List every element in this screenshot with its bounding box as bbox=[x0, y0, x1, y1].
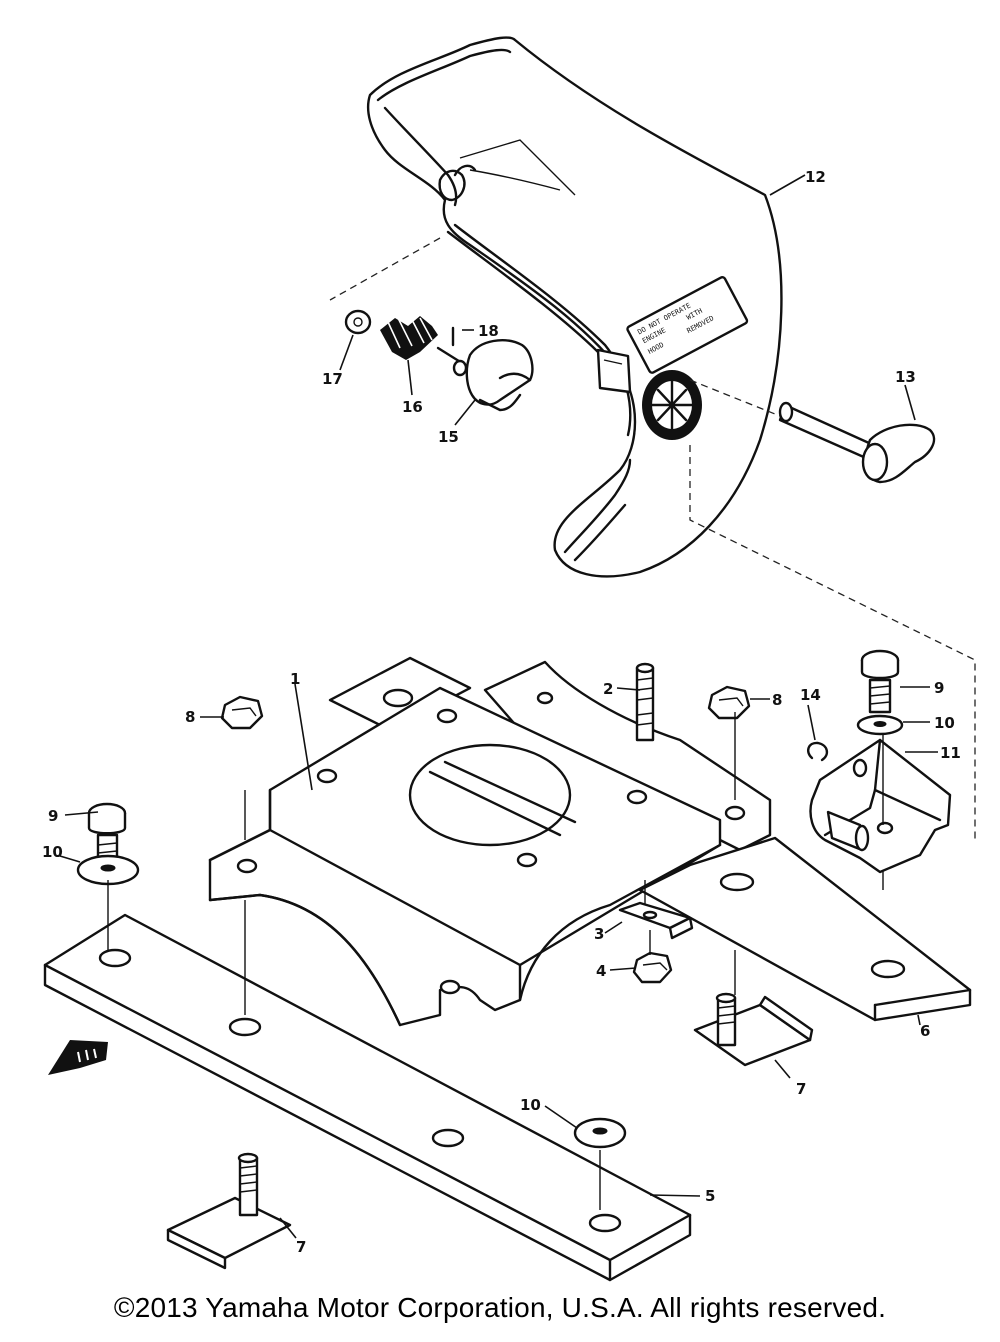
tbolt-7-right bbox=[693, 992, 814, 1067]
callout-labels: 1 2 3 4 5 6 7 7 8 8 9 9 10 10 10 11 12 1… bbox=[42, 168, 961, 1256]
washer-10-left bbox=[76, 854, 140, 886]
stud-2 bbox=[635, 662, 655, 742]
nut-8-right bbox=[707, 685, 751, 720]
callout-4: 4 bbox=[596, 962, 606, 980]
nut-4 bbox=[632, 951, 673, 984]
warning-label: DO NOT OPERATE ENGINE WITH HOOD REMOVED bbox=[626, 276, 749, 374]
callout-9-right: 9 bbox=[934, 679, 944, 697]
callout-9-left: 9 bbox=[48, 807, 58, 825]
callout-13: 13 bbox=[895, 368, 916, 386]
callout-10-left: 10 bbox=[42, 843, 63, 861]
mounting-strip-part-6 bbox=[638, 836, 972, 1022]
callout-18: 18 bbox=[478, 322, 499, 340]
callout-10-right: 10 bbox=[934, 714, 955, 732]
callout-7-bottom: 7 bbox=[296, 1238, 306, 1256]
callout-6: 6 bbox=[920, 1022, 930, 1040]
callout-15: 15 bbox=[438, 428, 459, 446]
callout-2: 2 bbox=[603, 680, 613, 698]
callout-17: 17 bbox=[322, 370, 343, 388]
mounting-strip-part-5 bbox=[43, 913, 692, 1282]
parts-diagram: DO NOT OPERATE ENGINE WITH HOOD REMOVED bbox=[42, 36, 976, 1282]
callout-1: 1 bbox=[290, 670, 300, 688]
washer-10-right bbox=[856, 714, 904, 736]
latch-pin-part bbox=[778, 401, 936, 484]
bolt-9-right bbox=[860, 649, 900, 714]
nut-8-left bbox=[220, 695, 264, 730]
washer-17 bbox=[344, 309, 372, 335]
bracket-part-11 bbox=[809, 738, 952, 874]
washer-10-bottom bbox=[573, 1117, 627, 1149]
plate-3 bbox=[618, 901, 694, 940]
bracket-plate-part-1 bbox=[208, 656, 772, 1027]
clip-part-14 bbox=[806, 741, 829, 762]
callout-11: 11 bbox=[940, 744, 961, 762]
hood-emblem bbox=[642, 370, 702, 440]
callout-7-right: 7 bbox=[796, 1080, 806, 1098]
knob-15 bbox=[452, 339, 534, 412]
tbolt-7-bottom bbox=[166, 1152, 292, 1270]
callout-3: 3 bbox=[594, 925, 604, 943]
hood-cover-part: DO NOT OPERATE ENGINE WITH HOOD REMOVED bbox=[366, 36, 783, 578]
callout-8-left: 8 bbox=[185, 708, 195, 726]
callout-16: 16 bbox=[402, 398, 423, 416]
callout-8-right: 8 bbox=[772, 691, 782, 709]
callout-5: 5 bbox=[705, 1187, 715, 1205]
spring-16 bbox=[380, 315, 438, 360]
copyright-notice: ©2013 Yamaha Motor Corporation, U.S.A. A… bbox=[113, 1292, 887, 1323]
front-direction-arrow-icon bbox=[48, 1040, 108, 1075]
callout-14: 14 bbox=[800, 686, 821, 704]
callout-12: 12 bbox=[805, 168, 826, 186]
knob-assembly bbox=[344, 309, 534, 412]
callout-10-bottom: 10 bbox=[520, 1096, 541, 1114]
leader-lines bbox=[59, 174, 938, 1239]
